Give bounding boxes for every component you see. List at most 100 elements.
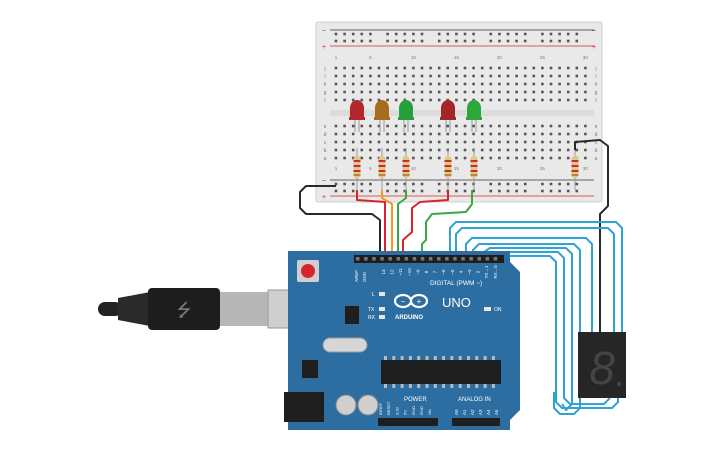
on-led — [484, 307, 491, 311]
breadboard-hole — [498, 32, 501, 36]
rail-minus-label-right: − — [592, 28, 596, 35]
breadboard-hole — [360, 148, 364, 152]
breadboard-hole — [394, 182, 398, 186]
crystal — [322, 337, 368, 353]
brand-label: ARDUINO — [395, 315, 423, 321]
analog-pin-label: A4 — [486, 409, 491, 415]
breadboard-hole — [506, 132, 510, 136]
breadboard-hole — [480, 132, 484, 136]
breadboard-hole — [334, 39, 338, 43]
breadboard-hole — [566, 74, 570, 78]
breadboard-hole — [429, 132, 432, 136]
usb-cable-strain — [118, 292, 150, 326]
breadboard-hole — [532, 124, 536, 128]
digital-pin-label: ~3 — [467, 269, 472, 275]
breadboard-hole — [351, 156, 355, 160]
breadboard-hole — [558, 140, 561, 144]
power-pin-label: RESET — [386, 401, 391, 415]
breadboard-hole — [377, 98, 381, 102]
breadboard-hole — [455, 82, 458, 86]
breadboard-hole — [575, 32, 579, 36]
header-pin — [396, 257, 400, 261]
breadboard-hole — [566, 39, 570, 43]
breadboard-hole — [549, 32, 553, 36]
led-body — [467, 100, 481, 119]
breadboard-hole — [498, 182, 501, 186]
breadboard-hole — [489, 90, 493, 94]
chip-pin — [417, 356, 421, 360]
breadboard-hole — [429, 140, 432, 144]
breadboard-hole — [549, 90, 553, 94]
power-pin-label: 3.3V — [394, 406, 399, 415]
seven-segment-digit: 8 — [589, 342, 615, 394]
breadboard-hole — [506, 39, 510, 43]
breadboard-hole — [541, 90, 544, 94]
breadboard-hole — [532, 140, 536, 144]
breadboard-hole — [549, 140, 553, 144]
breadboard-hole — [515, 90, 518, 94]
reset-button[interactable] — [301, 264, 315, 278]
breadboard-hole — [334, 124, 338, 128]
breadboard-hole — [386, 98, 389, 102]
resistor-band — [571, 160, 579, 162]
analog-header — [452, 418, 500, 426]
breadboard-hole — [386, 148, 389, 152]
resistor-band — [571, 165, 579, 167]
breadboard-hole — [498, 140, 501, 144]
chip-pin — [442, 384, 446, 388]
breadboard-hole — [463, 39, 467, 43]
breadboard-hole — [429, 82, 432, 86]
breadboard-hole — [506, 82, 510, 86]
resistor-band — [470, 165, 478, 167]
breadboard-hole — [480, 82, 484, 86]
breadboard-hole — [386, 182, 389, 186]
row-label: b — [324, 148, 327, 154]
chip-pin — [433, 384, 437, 388]
wires — [299, 139, 623, 415]
breadboard-hole — [394, 148, 398, 152]
breadboard-hole — [394, 156, 398, 160]
rail-plus-label-bottom: + — [322, 194, 326, 201]
column-label: 30 — [583, 55, 589, 60]
breadboard-hole — [558, 148, 561, 152]
breadboard-hole — [463, 66, 467, 70]
usb-cable: ⭍ — [98, 288, 315, 330]
header-pin — [388, 257, 392, 261]
resistor — [402, 148, 410, 190]
chip-pin — [450, 356, 454, 360]
breadboard-hole — [541, 189, 544, 193]
breadboard-hole — [351, 74, 355, 78]
resistor-band — [444, 174, 452, 176]
row-label: h — [595, 82, 598, 88]
breadboard-hole — [575, 132, 579, 136]
chip-pin — [425, 384, 429, 388]
chip-pin — [384, 384, 387, 388]
breadboard-hole — [463, 82, 467, 86]
breadboard-hole — [403, 124, 407, 128]
breadboard-hole — [369, 148, 372, 152]
breadboard-hole — [558, 90, 561, 94]
breadboard-hole — [343, 182, 346, 186]
breadboard-holes — [334, 32, 587, 193]
breadboard-hole — [575, 98, 579, 102]
breadboard-hole — [480, 66, 484, 70]
breadboard-hole — [549, 189, 553, 193]
breadboard-hole — [523, 66, 527, 70]
analog-pin-label: A0 — [454, 409, 459, 415]
breadboard-hole — [394, 140, 398, 144]
aref-label: AREF — [354, 270, 359, 282]
led-rim — [349, 117, 365, 120]
led-body — [399, 100, 413, 119]
breadboard-hole — [549, 39, 553, 43]
header-pin — [412, 257, 417, 261]
breadboard-hole — [429, 98, 432, 102]
breadboard-channel — [330, 110, 594, 116]
breadboard-hole — [584, 74, 587, 78]
column-label: 25 — [540, 55, 546, 60]
breadboard-hole — [575, 182, 579, 186]
breadboard-hole — [386, 90, 389, 94]
breadboard-hole — [343, 66, 346, 70]
analog-pin-label: A1 — [462, 409, 467, 415]
breadboard-hole — [455, 90, 458, 94]
